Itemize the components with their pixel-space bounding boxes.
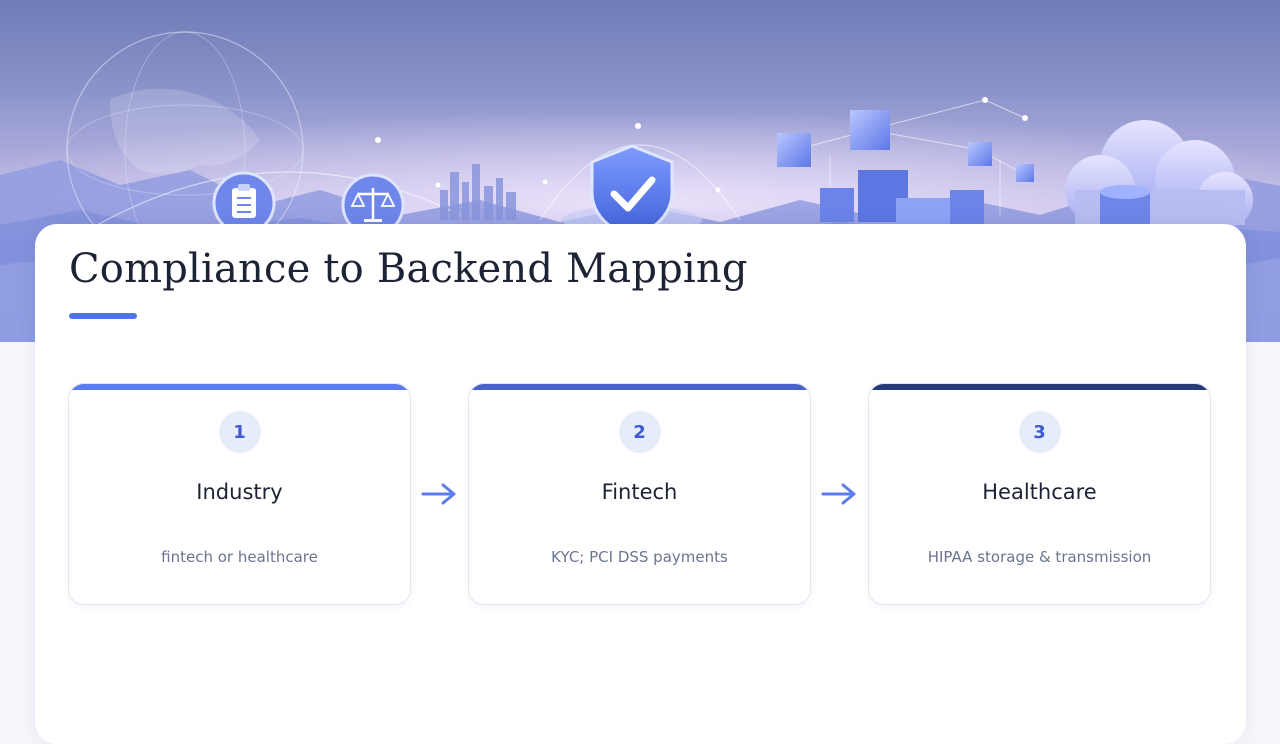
scales-icon xyxy=(341,173,405,237)
step-accent-bar xyxy=(69,384,410,390)
cloud-database-icon xyxy=(1065,120,1253,228)
city-skyline-icon xyxy=(440,164,516,220)
step-accent-bar xyxy=(869,384,1210,390)
arrow-right-icon xyxy=(421,483,456,505)
content-card: Compliance to Backend Mapping 1 Industry… xyxy=(35,224,1246,744)
arrow-right-icon xyxy=(821,483,856,505)
step-number-badge: 3 xyxy=(1018,411,1061,453)
page-title: Compliance to Backend Mapping xyxy=(69,246,748,292)
step-description: fintech or healthcare xyxy=(161,548,318,566)
step-title: Industry xyxy=(196,480,283,504)
step-number-badge: 1 xyxy=(218,411,261,453)
step-description: KYC; PCI DSS payments xyxy=(551,548,728,566)
globe-icon xyxy=(66,31,304,269)
clipboard-icon xyxy=(212,171,276,235)
step-card-industry: 1 Industry fintech or healthcare xyxy=(68,383,411,605)
step-title: Healthcare xyxy=(982,480,1097,504)
title-underline xyxy=(69,313,137,319)
step-card-fintech: 2 Fintech KYC; PCI DSS payments xyxy=(468,383,811,605)
step-number-badge: 2 xyxy=(618,411,661,453)
step-title: Fintech xyxy=(601,480,678,504)
step-description: HIPAA storage & transmission xyxy=(927,548,1152,566)
step-accent-bar xyxy=(469,384,810,390)
step-card-healthcare: 3 Healthcare HIPAA storage & transmissio… xyxy=(868,383,1211,605)
cubes-network-icon xyxy=(777,97,1034,224)
